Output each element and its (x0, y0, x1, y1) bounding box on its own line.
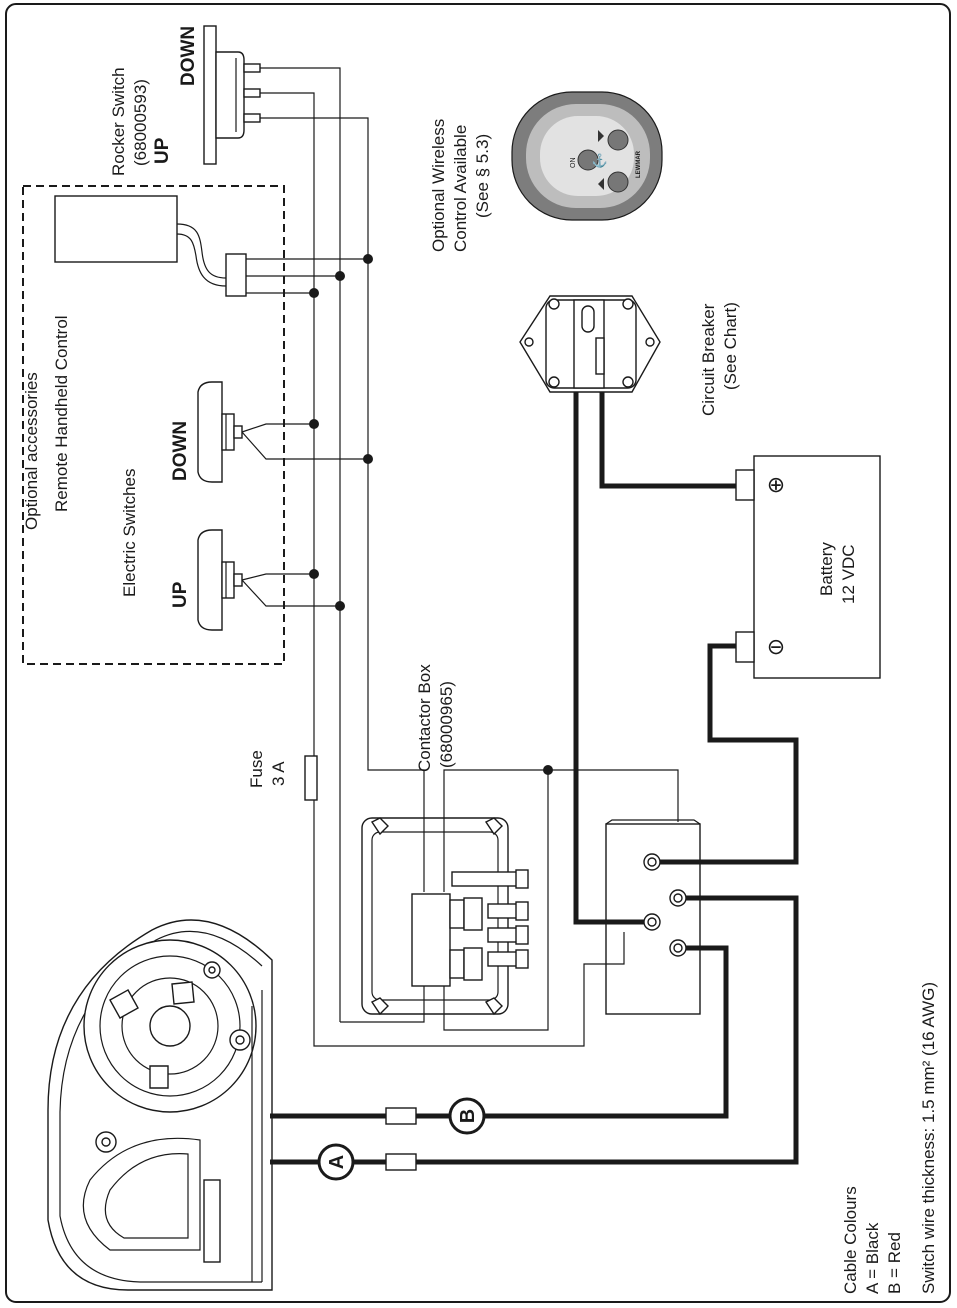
optional-accessories-box (22, 185, 285, 665)
cable-b-marker-label: B (457, 1109, 479, 1123)
electric-switches-label: Electric Switches (120, 469, 139, 597)
cable-b-marker (448, 1097, 486, 1135)
svg-text:LEWMAR: LEWMAR (636, 150, 642, 178)
fuse (304, 755, 318, 801)
cable-b-colour: B = Red (885, 1232, 904, 1294)
control-wiring (241, 67, 679, 1047)
rocker-down-label: DOWN (178, 26, 199, 86)
svg-text:ON: ON (570, 158, 577, 169)
switch-wire-thickness: Switch wire thickness: 1.5 mm² (16 AWG) (919, 982, 938, 1294)
remote-control-plug (225, 253, 247, 297)
windlass-motor (47, 919, 273, 1291)
cable-a-marker-label: A (326, 1155, 348, 1169)
rocker-up-label: UP (152, 137, 173, 164)
wireless-label-line3: (See § 5.3) (473, 134, 492, 218)
fuse-rating-label: 3 A (269, 761, 288, 786)
optional-accessories-label: Optional accessories (22, 372, 41, 530)
circuit-breaker-note: (See Chart) (721, 302, 740, 390)
wireless-label-line2: Control Available (451, 125, 470, 252)
motor-brand-label: LEWMAR (208, 1215, 218, 1256)
remote-handheld-control (54, 195, 178, 263)
cable-a-connector (385, 1153, 417, 1171)
cable-colours-title: Cable Colours (841, 1186, 860, 1294)
contactor-part-number: (68000965) (437, 681, 456, 768)
fuse-label: Fuse (247, 750, 266, 788)
cable-a-colour: A = Black (863, 1222, 882, 1294)
rocker-switch (203, 25, 261, 165)
electric-switch-up-label: UP (170, 581, 191, 608)
remote-handheld-control-label: Remote Handheld Control (52, 315, 71, 512)
diagram-border (5, 3, 951, 1303)
cable-a-marker (317, 1143, 355, 1181)
svg-text:⚓: ⚓ (592, 153, 608, 168)
wireless-remote: ⚓ ON LEWMAR (511, 91, 663, 221)
contactor-box-label: Contactor Box (415, 664, 434, 772)
electric-switch-up (197, 529, 243, 631)
motor-terminal-block (605, 819, 701, 1015)
battery-voltage-label: 12 VDC (839, 544, 858, 604)
rocker-part-number: (68000593) (131, 79, 150, 166)
wireless-label-line1: Optional Wireless (429, 119, 448, 252)
circuit-breaker (519, 295, 661, 393)
battery (735, 455, 881, 679)
contactor-box (361, 817, 529, 1016)
rocker-switch-label: Rocker Switch (109, 67, 128, 176)
battery-label: Battery (817, 542, 836, 596)
circuit-breaker-label: Circuit Breaker (699, 303, 718, 416)
electric-switch-down-label: DOWN (170, 421, 191, 481)
battery-positive-icon: ⊕ (767, 472, 785, 497)
cable-b-connector (385, 1107, 417, 1125)
power-cables (270, 392, 799, 1171)
electric-switch-down (197, 381, 243, 483)
battery-negative-icon: ⊖ (767, 634, 785, 659)
